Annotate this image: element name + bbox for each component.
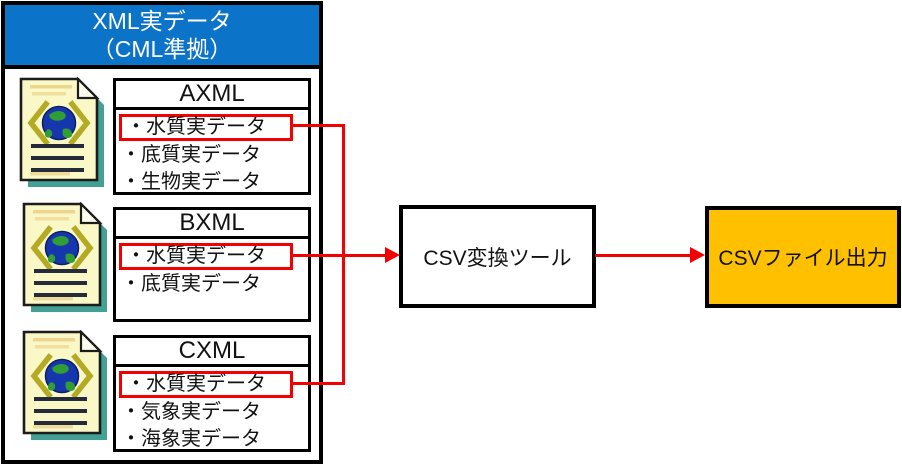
xml-data-panel-header: XML実データ （CML準拠） <box>5 5 319 69</box>
list-item: ・生物実データ <box>121 171 261 193</box>
cxml-group-title: CXML <box>116 338 308 367</box>
xml-document-icon <box>21 202 109 316</box>
connector-arrow-to-output <box>595 254 691 257</box>
list-item: ・底質実データ <box>121 144 261 166</box>
arrowhead-to-tool-icon <box>385 247 400 263</box>
connector-cxml-branch <box>291 382 345 385</box>
cxml-group: CXML ・水質実データ ・気象実データ ・海象実データ <box>113 335 311 452</box>
panel-title-line2: （CML準拠） <box>91 36 233 62</box>
bxml-group: BXML ・水質実データ ・底質実データ <box>113 207 311 322</box>
axml-group-items: ・水質実データ ・底質実データ ・生物実データ <box>116 110 308 196</box>
csv-tool-label: CSV変換ツール <box>423 246 572 270</box>
list-item: ・気象実データ <box>121 401 261 423</box>
highlighted-item: ・水質実データ <box>119 371 293 398</box>
axml-group-title: AXML <box>116 81 308 110</box>
list-item: ・底質実データ <box>121 273 261 295</box>
csv-output-label: CSVファイル出力 <box>718 247 888 270</box>
cxml-group-items: ・水質実データ ・気象実データ ・海象実データ <box>116 367 308 453</box>
csv-output-box: CSVファイル出力 <box>705 206 901 308</box>
xml-document-icon <box>21 330 109 444</box>
connector-axml-branch <box>291 124 345 127</box>
highlighted-item: ・水質実データ <box>119 114 293 141</box>
connector-arrow-to-tool <box>291 254 386 257</box>
axml-group: AXML ・水質実データ ・底質実データ ・生物実データ <box>113 78 311 195</box>
bxml-group-items: ・水質実データ ・底質実データ <box>116 239 308 298</box>
xml-document-icon <box>18 77 106 191</box>
csv-tool-box: CSV変換ツール <box>399 205 596 308</box>
arrowhead-to-output-icon <box>690 247 705 263</box>
highlighted-item: ・水質実データ <box>119 243 293 270</box>
panel-title-line1: XML実データ <box>92 8 232 34</box>
bxml-group-title: BXML <box>116 210 308 239</box>
list-item: ・海象実データ <box>121 428 261 450</box>
